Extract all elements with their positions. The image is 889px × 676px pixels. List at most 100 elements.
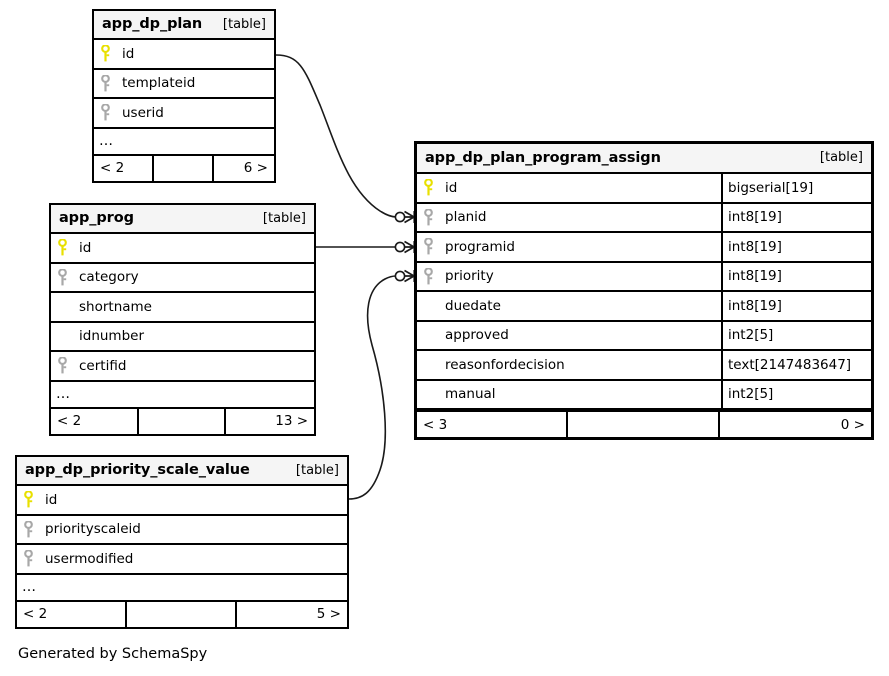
column-name: id [445, 179, 458, 196]
primary-key-icon [17, 486, 39, 514]
table-title: app_dp_plan [102, 16, 203, 32]
footer-divider [417, 410, 871, 412]
column-row[interactable]: certifid [51, 352, 314, 382]
column-type: bigserial[19] [721, 174, 871, 202]
column-name: priority [445, 268, 494, 285]
primary-key-icon [417, 174, 439, 202]
primary-key-icon [51, 234, 73, 262]
foreign-key-icon [51, 264, 73, 292]
no-key-spacer [417, 381, 439, 409]
column-type: int2[5] [721, 380, 871, 408]
column-row[interactable]: usermodified [17, 545, 347, 575]
footer-middle [568, 412, 720, 437]
column-row[interactable]: programid int8[19] [417, 233, 871, 263]
column-row[interactable]: duedate int8[19] [417, 292, 871, 322]
incoming-relations-count[interactable]: < 2 [51, 408, 139, 434]
outgoing-relations-count[interactable]: 0 > [840, 416, 865, 433]
table-header: app_dp_plan [table] [94, 11, 274, 40]
foreign-key-icon [417, 204, 439, 232]
outgoing-relations-count[interactable]: 6 > [243, 160, 268, 176]
column-type: text[2147483647] [721, 351, 871, 379]
column-type: int8[19] [721, 203, 871, 231]
column-name: idnumber [79, 328, 145, 345]
incoming-relations-count[interactable]: < 2 [94, 155, 154, 181]
footer-middle [139, 408, 227, 434]
table-title: app_dp_priority_scale_value [25, 462, 250, 478]
foreign-key-icon [417, 233, 439, 261]
table-app_dp_plan_program_assign[interactable]: app_dp_plan_program_assign [table] id bi… [414, 141, 874, 440]
column-row[interactable]: id [17, 486, 347, 516]
column-row[interactable]: priority int8[19] [417, 262, 871, 292]
outgoing-relations-count[interactable]: 13 > [275, 413, 309, 429]
column-name: approved [445, 327, 509, 344]
no-key-spacer [417, 322, 439, 350]
column-row[interactable]: userid [94, 99, 274, 129]
column-name: id [79, 239, 92, 256]
column-row[interactable]: priorityscaleid [17, 516, 347, 545]
column-row[interactable]: id [51, 234, 314, 264]
table-app_dp_priority_scale_value[interactable]: app_dp_priority_scale_value [table] id p… [15, 455, 349, 629]
foreign-key-icon [94, 99, 116, 127]
table-header: app_prog [table] [51, 205, 314, 234]
incoming-relations-count[interactable]: < 2 [17, 601, 127, 627]
column-row[interactable]: templateid [94, 70, 274, 99]
table-header: app_dp_plan_program_assign [table] [417, 144, 871, 174]
column-row[interactable]: reasonfordecision text[2147483647] [417, 351, 871, 381]
table-footer: < 2 13 > [51, 408, 314, 434]
table-title: app_dp_plan_program_assign [425, 149, 661, 166]
column-name: userid [122, 104, 164, 121]
generated-by-credit: Generated by SchemaSpy [18, 646, 208, 662]
table-footer: < 3 0 > [417, 412, 871, 437]
footer-middle [154, 155, 214, 181]
column-type: int2[5] [721, 321, 871, 349]
more-columns-indicator: … [51, 382, 314, 409]
table-kind-label: [table] [222, 16, 266, 32]
column-name: usermodified [45, 550, 134, 567]
column-type: int8[19] [721, 262, 871, 290]
table-title: app_prog [59, 210, 134, 226]
column-name: category [79, 269, 139, 286]
no-key-spacer [417, 292, 439, 320]
column-name: templateid [122, 75, 196, 92]
column-row[interactable]: shortname [51, 293, 314, 323]
column-type: int8[19] [721, 292, 871, 320]
table-kind-label: [table] [819, 150, 863, 165]
column-row[interactable]: approved int2[5] [417, 321, 871, 351]
table-app_prog[interactable]: app_prog [table] id category shortname i… [49, 203, 316, 436]
column-row[interactable]: planid int8[19] [417, 203, 871, 233]
no-key-spacer [51, 323, 73, 351]
relationship-priorityscale-to-priority [348, 269, 415, 500]
column-name: reasonfordecision [445, 356, 565, 373]
table-footer: < 2 6 > [94, 155, 274, 181]
column-row[interactable]: category [51, 264, 314, 293]
more-columns-indicator: … [17, 575, 347, 602]
more-columns-indicator: … [94, 129, 274, 156]
foreign-key-icon [17, 516, 39, 544]
column-name: duedate [445, 297, 501, 314]
primary-key-icon [94, 40, 116, 68]
foreign-key-icon [94, 70, 116, 98]
relationship-plan-to-planid [275, 54, 415, 224]
no-key-spacer [51, 293, 73, 321]
column-row[interactable]: idnumber [51, 323, 314, 352]
table-app_dp_plan[interactable]: app_dp_plan [table] id templateid userid… [92, 9, 276, 183]
column-row[interactable]: id bigserial[19] [417, 174, 871, 204]
column-type: int8[19] [721, 233, 871, 261]
column-name: programid [445, 238, 515, 255]
incoming-relations-count[interactable]: < 3 [417, 412, 569, 437]
column-name: manual [445, 386, 496, 403]
relationship-prog-to-programid [316, 240, 415, 254]
footer-middle [127, 601, 237, 627]
no-key-spacer [417, 351, 439, 379]
foreign-key-icon [17, 545, 39, 573]
column-name: priorityscaleid [45, 521, 141, 538]
outgoing-relations-count[interactable]: 5 > [316, 606, 341, 622]
table-kind-label: [table] [295, 462, 339, 478]
table-kind-label: [table] [262, 210, 306, 226]
foreign-key-icon [51, 352, 73, 380]
column-name: shortname [79, 298, 152, 315]
column-row[interactable]: id [94, 40, 274, 70]
column-row[interactable]: manual int2[5] [417, 380, 871, 410]
table-header: app_dp_priority_scale_value [table] [17, 457, 347, 486]
